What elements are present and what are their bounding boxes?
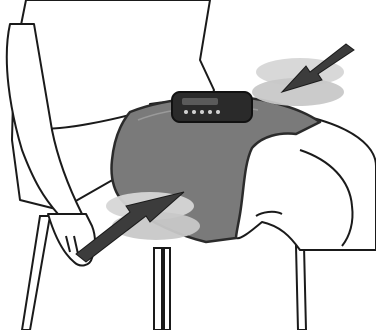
controller-button-3 [200,110,204,114]
chair-leg-left [22,216,50,330]
chair-leg-middle [154,248,162,330]
controller-body [172,92,252,122]
pressure-indicator-upper [252,44,354,106]
chair-leg-middle-back [164,248,170,330]
controller-button-1 [184,110,188,114]
controller-button-2 [192,110,196,114]
controller [172,92,252,122]
controller-display [182,98,218,105]
controller-button-5 [216,110,220,114]
chair-leg-right [296,246,306,330]
pressure-indicator-lower [76,192,200,262]
controller-button-4 [208,110,212,114]
